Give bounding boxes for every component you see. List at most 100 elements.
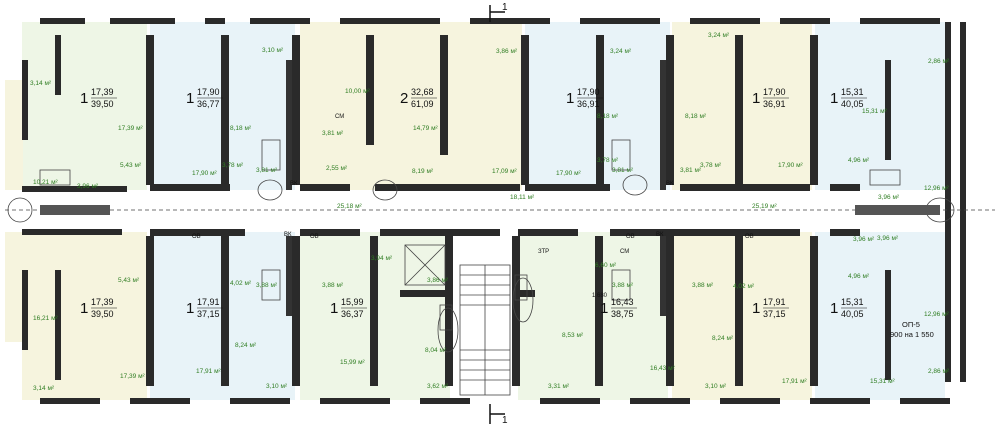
room-area: 8,18 м²: [685, 113, 707, 120]
bath: [611, 269, 631, 301]
room-area: 3,86 м²: [427, 277, 449, 284]
wall: [300, 229, 360, 236]
shaft: [514, 274, 528, 301]
room-area: 3,86 м²: [496, 48, 518, 55]
room-area: 10,00 м²: [345, 88, 371, 95]
room-area: 3,96 м²: [77, 183, 99, 190]
kitchen-counter: [39, 169, 71, 186]
bath: [261, 139, 281, 171]
wall: [130, 398, 190, 404]
room-area: 15,99 м²: [340, 359, 366, 366]
wall: [518, 229, 578, 236]
ov-label: ОВ: [192, 234, 201, 240]
apartment-rooms: 1: [752, 90, 760, 107]
cm-label: СМ: [335, 114, 344, 120]
elevator-cross: [404, 244, 446, 286]
kitchen-counter: [869, 169, 901, 186]
room-area: 5,43 м²: [120, 162, 142, 169]
bath: [611, 139, 631, 171]
wall: [445, 236, 453, 386]
wall: [515, 290, 535, 297]
wall: [900, 398, 950, 404]
elevator-shaft: [404, 244, 446, 286]
room-area: 3,88 м²: [612, 282, 634, 289]
room-area: 17,91 м²: [782, 378, 808, 385]
apartment-living-area: 17,39: [91, 87, 114, 97]
room-area: 3,81 м²: [256, 167, 278, 174]
room-area: 3,81 м²: [680, 167, 702, 174]
apartment-total-area: 38,75: [611, 309, 634, 319]
ov-label: ОВ: [310, 234, 319, 240]
room-area: 17,39 м²: [120, 373, 146, 380]
wall: [250, 18, 310, 24]
room-area: 8,04 м²: [425, 347, 447, 354]
apartment-rooms: 1: [80, 90, 88, 107]
wall: [40, 398, 100, 404]
wall: [22, 60, 28, 140]
corridor-area-right: 25,19 м²: [752, 203, 778, 210]
wall: [595, 236, 603, 386]
apartment-total-area: 36,77: [197, 99, 220, 109]
wall: [885, 270, 891, 380]
apartment-rooms: 1: [80, 300, 88, 317]
shaft: [439, 304, 453, 331]
wall: [366, 35, 374, 145]
room-area: 8,19 м²: [412, 168, 434, 175]
apartment-total-area: 61,09: [411, 99, 434, 109]
wall: [300, 184, 350, 191]
room-area: 12,96 м²: [924, 311, 950, 318]
room-area: 4,96 м²: [848, 273, 870, 280]
wall: [860, 18, 940, 24]
duct-circle: [7, 197, 33, 223]
wall: [580, 18, 660, 24]
apartment-living-area: 17,91: [763, 297, 786, 307]
apartment-fill: [22, 232, 147, 400]
bath: [261, 269, 281, 301]
wall: [380, 229, 500, 236]
room-area: 3,78 м²: [597, 157, 619, 164]
room-area: 3,81 м²: [612, 167, 634, 174]
wall: [146, 236, 154, 386]
room-area: 17,90 м²: [556, 170, 582, 177]
apartment-rooms: 2: [400, 90, 408, 107]
room-area: 8,18 м²: [230, 125, 252, 132]
vk-label: ВК: [666, 181, 674, 187]
room-area: 2,55 м²: [326, 165, 348, 172]
wall: [960, 22, 966, 382]
corridor-area-left: 25,18 м²: [337, 203, 363, 210]
room-area: 2,86 м²: [928, 368, 950, 375]
vent-shaft: [286, 236, 292, 316]
section-label-top: 1: [502, 2, 508, 13]
wall: [40, 18, 85, 24]
wall: [680, 184, 810, 191]
ov-label: ОВ: [745, 234, 754, 240]
room-area: 3,10 м²: [705, 383, 727, 390]
room-area: 3,88 м²: [256, 282, 278, 289]
wall: [340, 18, 440, 24]
wall: [420, 398, 470, 404]
cm-label: СМ: [620, 249, 629, 255]
wall: [810, 35, 818, 185]
wall: [146, 35, 154, 185]
wall: [22, 270, 28, 350]
room-area: 3,96 м²: [878, 194, 900, 201]
wall: [525, 184, 610, 191]
wall: [885, 60, 891, 160]
section-marks: 1 1: [489, 2, 508, 424]
note-line-1: ОП-5: [902, 320, 920, 329]
room-area: 17,09 м²: [492, 168, 518, 175]
details: [5, 139, 995, 396]
wall: [630, 398, 690, 404]
wall: [512, 236, 520, 386]
room-area: 16,43 м²: [650, 365, 676, 372]
apartment-living-area: 17,90: [197, 87, 220, 97]
vk-label: ВК: [656, 232, 664, 238]
apartment-total-area: 40,05: [841, 99, 864, 109]
apartment-living-area: 16,43: [611, 297, 634, 307]
